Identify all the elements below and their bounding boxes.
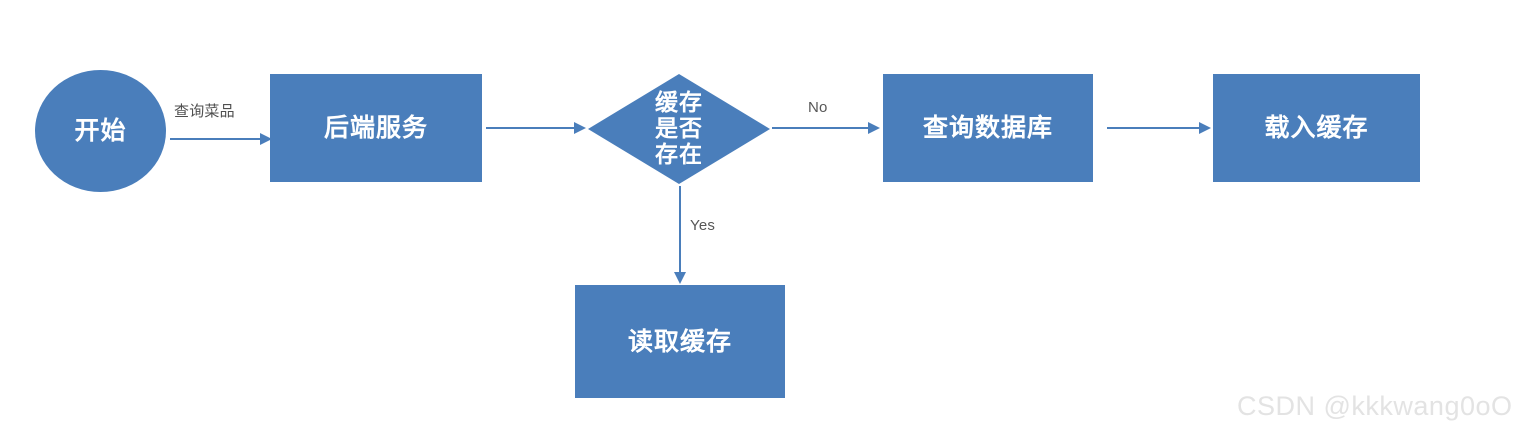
node-load-cache-label: 载入缓存 [1264, 114, 1369, 142]
node-read-cache-label: 读取缓存 [627, 327, 732, 356]
node-backend-service-label: 后端服务 [323, 114, 428, 142]
edge-label-no: No [808, 99, 828, 116]
edge-cache-check-to-read-cache [669, 186, 691, 284]
csdn-watermark: CSDN @kkkwang0oO [1237, 391, 1513, 421]
edge-cache-check-to-query-database [772, 117, 880, 139]
node-query-database-label: 查询数据库 [922, 114, 1053, 142]
edge-start-to-backend [170, 128, 272, 150]
edge-label-query-dish: 查询菜品 [174, 103, 235, 120]
node-backend-service[interactable]: 后端服务 [270, 74, 482, 182]
edge-backend-to-cache-check [486, 117, 586, 139]
node-start-label: 开始 [74, 117, 127, 145]
edge-query-database-to-load-cache [1107, 117, 1211, 139]
node-cache-exists-decision[interactable]: 缓存 是否 存在 [588, 74, 770, 184]
node-start[interactable]: 开始 [35, 70, 166, 192]
node-cache-exists-label: 缓存 是否 存在 [655, 89, 703, 167]
edge-label-yes: Yes [690, 217, 716, 234]
node-load-cache[interactable]: 载入缓存 [1213, 74, 1420, 182]
node-query-database[interactable]: 查询数据库 [883, 74, 1093, 182]
node-read-cache[interactable]: 读取缓存 [575, 285, 785, 398]
